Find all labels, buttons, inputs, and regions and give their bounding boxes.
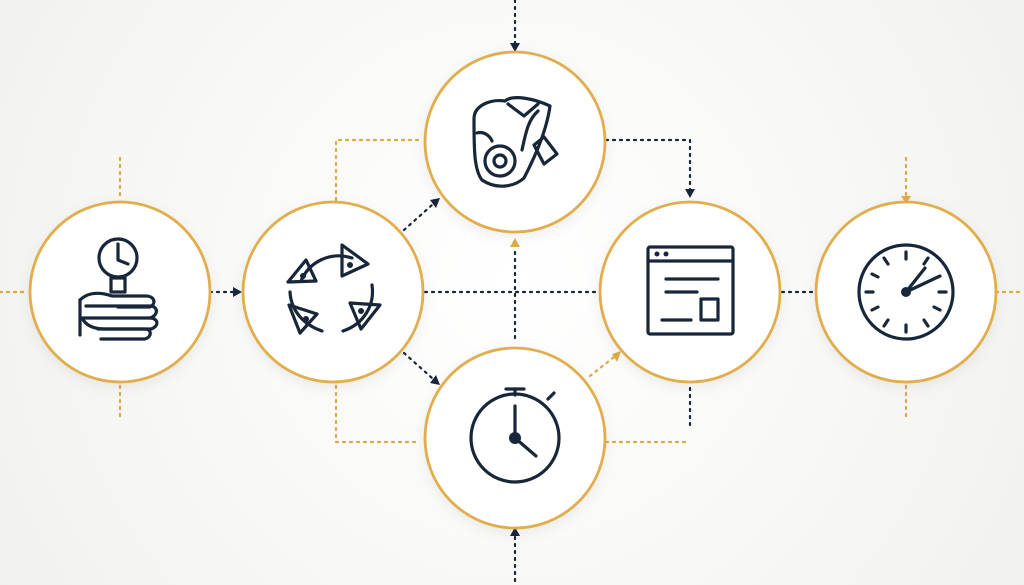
cycle-to-bottom-arrow: [430, 375, 440, 385]
hand-holding-clock-icon: [78, 237, 159, 341]
node-ring: [423, 50, 607, 234]
cycle-to-bottom-connector: [402, 351, 434, 380]
cycle-to-top-arrow: [430, 198, 440, 208]
cycle-to-top-connector: [402, 203, 434, 232]
process-node-mask-ticket[interactable]: [423, 50, 607, 236]
process-node-clock[interactable]: [814, 200, 998, 386]
browser-window-icon: [646, 245, 735, 336]
bottom-to-window-connector: [588, 355, 616, 378]
process-node-hand-clock[interactable]: [28, 200, 212, 386]
top-input-arrow: [510, 43, 520, 52]
clock-icon: [857, 243, 955, 341]
node-ring: [241, 200, 425, 384]
process-node-cycle[interactable]: [241, 200, 425, 386]
center-up-arrow: [510, 238, 520, 247]
top-to-window-connector: [604, 138, 692, 192]
cycle-to-top-gold-connector: [334, 138, 422, 202]
stopwatch-icon: [469, 387, 561, 484]
mask-ticket-icon: [472, 96, 559, 188]
process-node-stopwatch[interactable]: [423, 346, 607, 532]
cycle-arrows-icon: [286, 243, 382, 335]
cycle-to-bottom-gold-connector: [334, 384, 422, 444]
top-to-window-arrow: [685, 189, 695, 198]
process-node-browser-window[interactable]: [598, 200, 782, 386]
left-to-cycle-arrow: [233, 287, 242, 297]
bottom-to-window-arrow: [612, 351, 621, 362]
clock-top-arrow: [901, 196, 911, 204]
